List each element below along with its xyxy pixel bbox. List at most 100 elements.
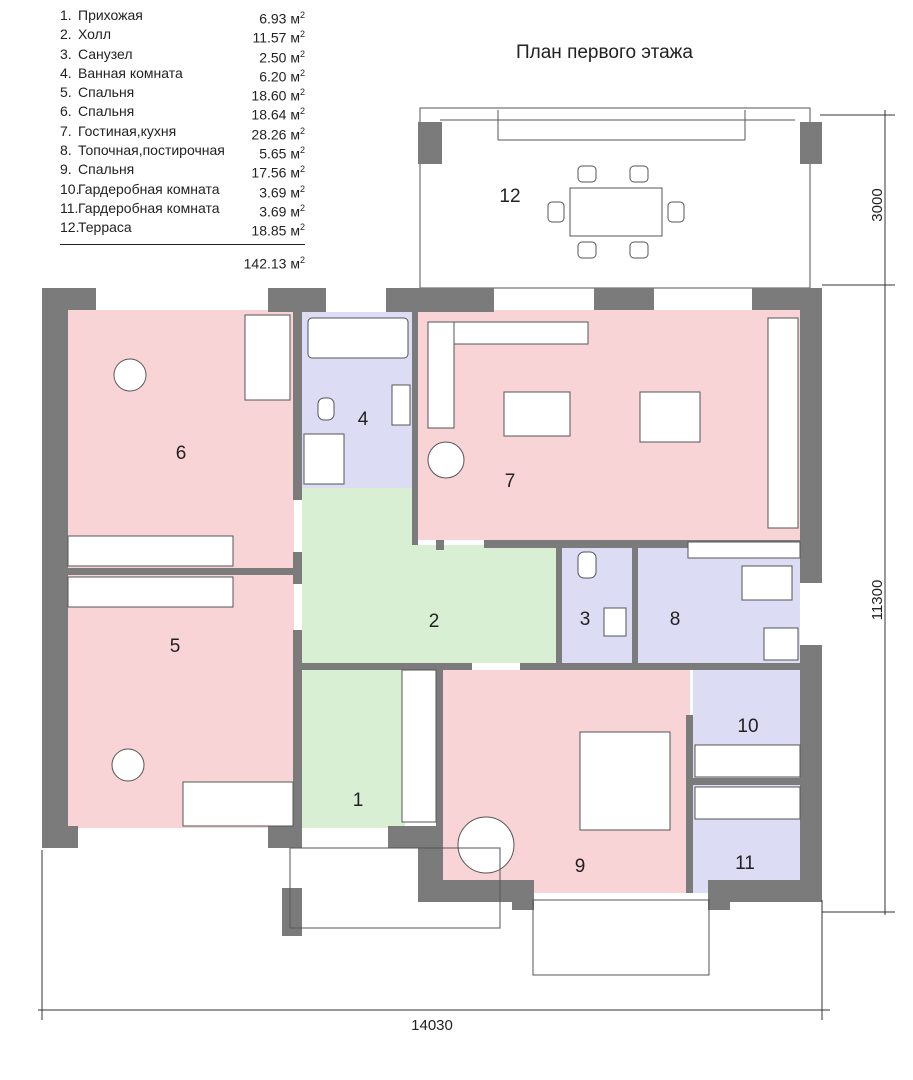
legend-room-num: 4. bbox=[60, 64, 72, 81]
desk-chair-5 bbox=[111, 748, 145, 782]
room-label-8: 8 bbox=[670, 609, 681, 630]
legend-room-num: 5. bbox=[60, 84, 72, 101]
legend-room-num: 11. bbox=[60, 199, 79, 216]
legend-room-area: 5.65 м2 bbox=[259, 145, 305, 162]
legend-row: 11.Гардеробная комната 3.69 м2 bbox=[60, 199, 305, 220]
washing-machine bbox=[763, 627, 799, 661]
legend-row: 1.Прихожая 6.93 м2 bbox=[60, 6, 305, 27]
legend-room-name: 4.Ванная комната bbox=[60, 64, 183, 81]
legend-room-num: 2. bbox=[60, 26, 72, 43]
legend-room-num: 12. bbox=[60, 219, 80, 236]
room-label-7: 7 bbox=[505, 471, 516, 492]
legend-room-name: 7.Гостиная,кухня bbox=[60, 122, 177, 139]
legend-divider bbox=[60, 243, 305, 245]
furniture bbox=[67, 314, 801, 874]
terrace-post bbox=[800, 122, 822, 164]
legend-room-num: 8. bbox=[60, 142, 72, 159]
wardrobe-5 bbox=[67, 576, 234, 608]
legend-row: 3.Санузел 2.50 м2 bbox=[60, 45, 305, 66]
sofa-side bbox=[427, 321, 455, 429]
legend-room-area: 28.26 м2 bbox=[251, 125, 305, 143]
legend-room-num: 1. bbox=[60, 7, 72, 23]
dim-house-width: 14030 bbox=[411, 1017, 453, 1034]
terrace-post bbox=[418, 122, 442, 164]
dimension-lines bbox=[38, 110, 895, 1020]
desk-chair-6 bbox=[113, 358, 147, 392]
armchair bbox=[457, 816, 515, 874]
room-label-2: 2 bbox=[429, 611, 440, 632]
laundry-sink bbox=[741, 565, 793, 601]
legend-room-num: 7. bbox=[60, 122, 72, 139]
legend-room-area: 2.50 м2 bbox=[259, 48, 305, 66]
room-1 bbox=[302, 670, 405, 828]
legend-room-num: 9. bbox=[60, 161, 72, 178]
room-label-6: 6 bbox=[176, 443, 187, 464]
toilet bbox=[317, 397, 335, 421]
sink-3 bbox=[603, 607, 627, 637]
legend-room-name: 11.Гардеробная комната bbox=[60, 199, 220, 216]
bed-5 bbox=[182, 781, 294, 827]
sink bbox=[391, 384, 411, 426]
legend-room-area: 6.93 м2 bbox=[259, 10, 305, 27]
walls bbox=[42, 288, 822, 936]
legend-room-name: 3.Санузел bbox=[60, 45, 133, 62]
legend-room-area: 17.56 м2 bbox=[251, 164, 305, 182]
dim-terrace-depth: 3000 bbox=[869, 188, 886, 221]
legend-row: 4.Ванная комната 6.20 м2 bbox=[60, 64, 305, 85]
legend-row: 12.Терраса 18.85 м2 bbox=[60, 218, 305, 239]
room-label-10: 10 bbox=[737, 716, 758, 737]
legend-room-area: 18.85 м2 bbox=[251, 222, 305, 239]
room-label-1: 1 bbox=[353, 790, 364, 811]
legend-room-name: 2.Холл bbox=[60, 26, 111, 43]
legend-room-area: 18.64 м2 bbox=[251, 106, 305, 124]
room-label-5: 5 bbox=[170, 636, 181, 657]
shower bbox=[303, 433, 345, 485]
room-label-12: 12 bbox=[499, 186, 520, 207]
dining-table bbox=[639, 391, 701, 443]
porch bbox=[289, 847, 710, 976]
room-label-11: 11 bbox=[735, 853, 755, 874]
legend-room-num: 6. bbox=[60, 103, 72, 120]
legend-room-name: 12.Терраса bbox=[60, 219, 132, 236]
legend-room-name: 6.Спальня bbox=[60, 103, 135, 120]
legend-room-name: 1.Прихожая bbox=[60, 7, 143, 23]
legend-total: 142.13 м2 bbox=[243, 254, 305, 272]
legend-room-area: 18.60 м2 bbox=[251, 87, 305, 104]
coffee-table bbox=[503, 391, 571, 437]
legend-row: 9.Спальня 17.56 м2 bbox=[60, 160, 305, 182]
legend-room-name: 10.Гардеробная комната bbox=[60, 180, 220, 197]
room-labels: 1 2 3 4 5 6 7 8 9 10 11 12 bbox=[170, 186, 759, 877]
wardrobe-6 bbox=[67, 535, 234, 567]
wardrobe-hall bbox=[401, 669, 437, 823]
dining-table-terrace bbox=[547, 165, 685, 259]
bathtub bbox=[307, 317, 409, 359]
room-label-4: 4 bbox=[358, 409, 369, 430]
room-label-9: 9 bbox=[575, 856, 586, 877]
legend-room-area: 3.69 м2 bbox=[259, 183, 305, 201]
legend-room-num: 10. bbox=[60, 180, 80, 197]
stove bbox=[687, 541, 801, 559]
legend-room-area: 3.69 м2 bbox=[259, 202, 305, 220]
legend-row: 6.Спальня 18.64 м2 bbox=[60, 102, 305, 124]
room-2 bbox=[302, 488, 558, 663]
toilet-3 bbox=[577, 551, 597, 579]
legend-room-num: 3. bbox=[60, 45, 72, 62]
wardrobe-11 bbox=[694, 786, 801, 820]
room-3 bbox=[562, 548, 632, 663]
legend-room-name: 9.Спальня bbox=[60, 161, 135, 178]
plan-title: План первого этажа bbox=[516, 42, 693, 63]
bed-9 bbox=[579, 731, 671, 831]
wardrobe-10 bbox=[694, 744, 801, 778]
legend-room-area: 6.20 м2 bbox=[259, 67, 305, 85]
legend-row: 5.Спальня 18.60 м2 bbox=[60, 83, 305, 104]
legend-row: 10.Гардеробная комната 3.69 м2 bbox=[60, 180, 305, 201]
legend-room-name: 5.Спальня bbox=[60, 84, 135, 101]
kitchen-counter bbox=[767, 317, 799, 529]
room-label-3: 3 bbox=[580, 609, 591, 630]
room-7 bbox=[418, 310, 800, 540]
